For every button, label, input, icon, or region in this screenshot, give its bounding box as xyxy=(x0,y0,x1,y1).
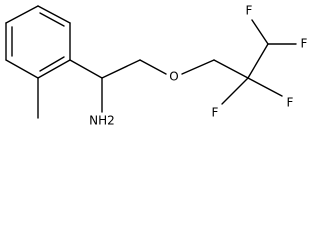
ring-double-bond-1 xyxy=(39,12,65,27)
ring-bond-6 xyxy=(5,5,39,24)
fluorine-top-left-label: F xyxy=(246,4,253,18)
chf2-fluorine-bond-1 xyxy=(251,19,269,45)
ring-to-ch-bond xyxy=(69,59,103,79)
ch2-to-oxygen-bond xyxy=(139,59,167,75)
benzene-ring xyxy=(5,5,71,79)
oxygen-to-ch2-bond xyxy=(181,59,215,75)
ring-double-bond-2 xyxy=(39,56,65,72)
ring-bond-1 xyxy=(37,5,71,24)
amine-label: NH2 xyxy=(89,114,115,128)
ch-to-ch2-bond xyxy=(101,59,141,79)
fluorine-bottom-right-label: F xyxy=(287,96,294,110)
fluorine-top-right-label: F xyxy=(301,37,308,51)
ch2-to-cf2-bond xyxy=(213,59,249,79)
fluorine-bottom-left-label: F xyxy=(212,106,219,120)
molecule-structure-diagram: NH2 O F F F F xyxy=(5,4,308,128)
cf2-to-chf2-bond xyxy=(247,43,269,79)
cf2-fluorine-bond-2 xyxy=(247,77,283,97)
cf2-fluorine-bond-1 xyxy=(221,77,249,105)
ether-oxygen-label: O xyxy=(169,70,178,84)
ring-bond-3 xyxy=(37,59,71,79)
ring-bond-4 xyxy=(5,59,39,79)
